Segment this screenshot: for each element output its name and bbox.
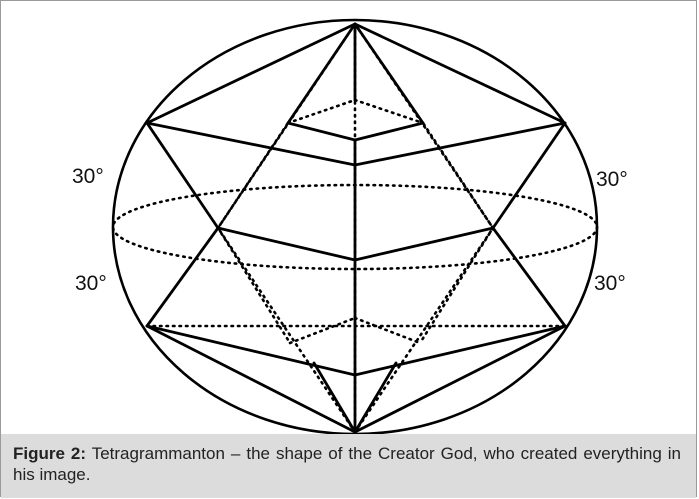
angle-label-upper-right: 30° (596, 168, 628, 191)
caption-text: Tetragrammanton – the shape of the Creat… (13, 444, 681, 484)
visible-edges (145, 22, 567, 434)
angle-label-lower-right: 30° (594, 272, 626, 295)
angle-label-lower-left: 30° (75, 272, 107, 295)
angle-label-upper-left: 30° (72, 165, 104, 188)
tetragrammaton-diagram: 30° 30° 30° 30° (72, 18, 628, 434)
figure-caption: Figure 2: Tetragrammanton – the shape of… (1, 434, 696, 498)
caption-label: Figure 2: (13, 444, 87, 463)
